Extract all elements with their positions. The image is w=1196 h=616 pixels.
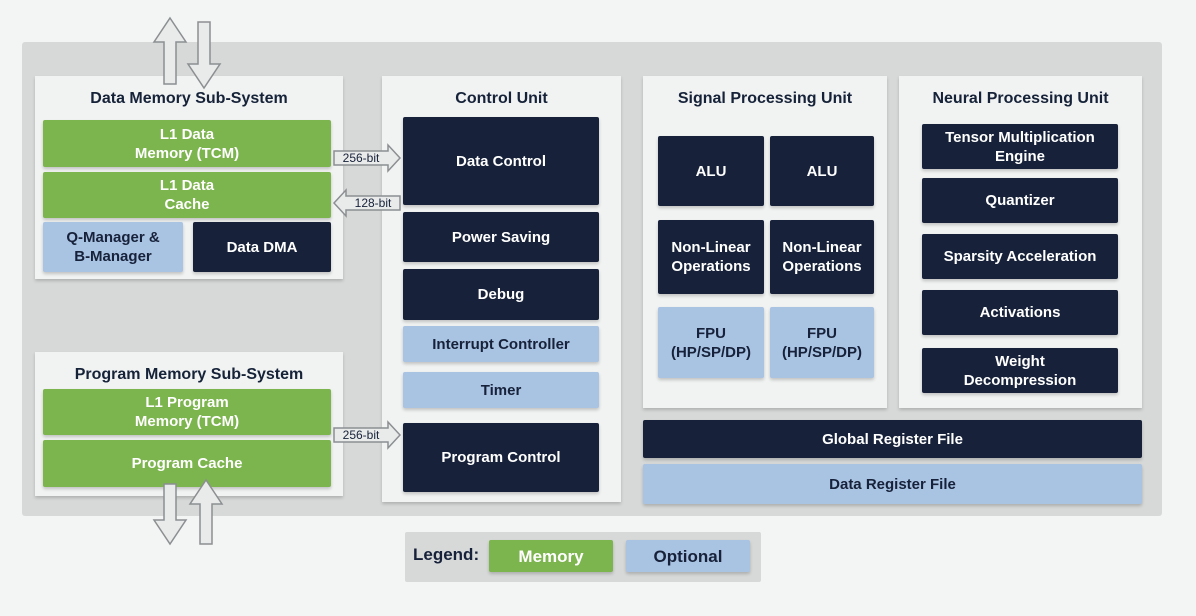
fpu-block-1: FPU (HP/SP/DP): [658, 307, 764, 378]
data-register-file-block: Data Register File: [643, 464, 1142, 504]
bottom-down-arrow: [152, 483, 188, 546]
alu-block-2: ALU: [770, 136, 874, 206]
data-bus-256-label: 256-bit: [342, 151, 380, 165]
data-control-block: Data Control: [403, 117, 599, 205]
quantizer-block: Quantizer: [922, 178, 1118, 223]
program-bus-256-label: 256-bit: [342, 428, 380, 442]
legend-optional-swatch: Optional: [626, 540, 750, 572]
data-bus-256-arrow: [333, 143, 402, 173]
l1-data-cache-block: L1 Data Cache: [43, 172, 331, 218]
data-bus-128-label: 128-bit: [354, 196, 392, 210]
sparsity-acceleration-block: Sparsity Acceleration: [922, 234, 1118, 279]
top-up-arrow: [152, 16, 188, 85]
l1-data-memory-block: L1 Data Memory (TCM): [43, 120, 331, 167]
data-bus-128-arrow: [332, 188, 401, 218]
tensor-multiplication-engine-block: Tensor Multiplication Engine: [922, 124, 1118, 169]
program-bus-256-arrow: [333, 420, 402, 450]
spu-title: Signal Processing Unit: [677, 90, 853, 107]
program-control-block: Program Control: [403, 423, 599, 492]
program-memory-title: Program Memory Sub-System: [74, 366, 304, 383]
power-saving-block: Power Saving: [403, 212, 599, 262]
control-unit-title: Control Unit: [455, 90, 548, 107]
data-dma-block: Data DMA: [193, 222, 331, 272]
global-register-file-block: Global Register File: [643, 420, 1142, 458]
fpu-block-2: FPU (HP/SP/DP): [770, 307, 874, 378]
bottom-up-arrow: [188, 478, 224, 545]
l1-program-memory-block: L1 Program Memory (TCM): [43, 389, 331, 435]
npu-title: Neural Processing Unit: [932, 90, 1109, 107]
weight-decompression-block: Weight Decompression: [922, 348, 1118, 393]
program-cache-block: Program Cache: [43, 440, 331, 487]
activations-block: Activations: [922, 290, 1118, 335]
data-memory-title: Data Memory Sub-System: [90, 90, 288, 107]
timer-block: Timer: [403, 372, 599, 408]
non-linear-operations-block-2: Non-Linear Operations: [770, 220, 874, 294]
non-linear-operations-block-1: Non-Linear Operations: [658, 220, 764, 294]
top-down-arrow: [186, 21, 222, 90]
interrupt-controller-block: Interrupt Controller: [403, 326, 599, 362]
legend-label: Legend:: [413, 545, 480, 564]
q-b-manager-block: Q-Manager & B-Manager: [43, 222, 183, 272]
legend-memory-swatch: Memory: [489, 540, 613, 572]
debug-block: Debug: [403, 269, 599, 320]
alu-block-1: ALU: [658, 136, 764, 206]
